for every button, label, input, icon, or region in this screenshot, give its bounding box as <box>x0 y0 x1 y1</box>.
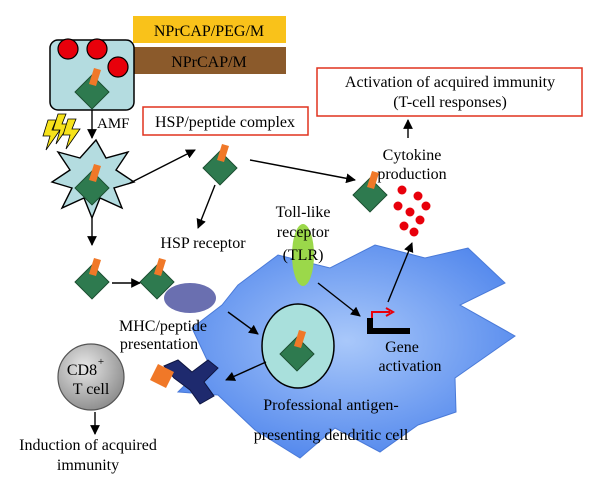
induction-label-line2: immunity <box>57 457 119 474</box>
mhc-molecule <box>163 359 219 405</box>
tlr-label-line1: Toll-like <box>276 204 331 221</box>
legend: NPrCAP/PEG/M NPrCAP/M <box>133 16 286 74</box>
tcell-label: T cell <box>73 381 110 398</box>
cytokine-dot <box>421 201 431 211</box>
legend-peg-swatch <box>133 16 286 43</box>
hsp-complex-box <box>142 106 309 136</box>
cell-burst <box>50 138 136 220</box>
arrow <box>249 159 356 184</box>
legend-plain-swatch <box>133 47 286 74</box>
arrow <box>196 184 216 229</box>
dc-label-line1: Professional antigen- <box>263 397 399 414</box>
cytokine-dot <box>409 227 419 237</box>
arrow <box>227 311 259 335</box>
tlr-label-line2: receptor <box>277 224 330 241</box>
arrow <box>317 282 361 317</box>
arrows <box>87 110 414 435</box>
cytokine-dot <box>405 207 415 217</box>
mhc-label-line1: MHC/peptide <box>119 318 207 335</box>
hsp-peptide-icon <box>202 143 238 186</box>
arrow <box>129 149 196 184</box>
tumor-cell <box>49 38 135 111</box>
activation-box <box>316 67 583 117</box>
cytokine-label-line2: production <box>377 166 446 183</box>
amf-label: AMF <box>97 116 130 132</box>
cytokine-dot <box>399 221 409 231</box>
gene-label-line1: Gene <box>385 339 419 356</box>
cytokine-label-line1: Cytokine <box>383 147 442 164</box>
hsp-receptor <box>164 283 216 313</box>
peptide-fragment <box>150 364 174 388</box>
cd8-superscript: + <box>98 356 104 368</box>
hsp-complex-label: HSP/peptide complex <box>155 114 295 131</box>
arrow <box>225 361 267 381</box>
dc-label-line2: presenting dendritic cell <box>254 427 409 444</box>
cytokine-dot <box>413 191 423 201</box>
activation-label-line2: (T-cell responses) <box>393 94 507 111</box>
cytokine-dot <box>415 215 425 225</box>
cytokine-dot <box>393 201 403 211</box>
tlr-receptor <box>292 224 314 286</box>
legend-plain-label: NPrCAP/M <box>171 54 247 71</box>
cytokine-dot <box>397 185 407 195</box>
hsp-receptor-label: HSP receptor <box>160 235 246 252</box>
cd8-tcell <box>57 343 125 411</box>
induction-label-line1: Induction of acquired <box>19 437 157 454</box>
cd8-label: CD8 <box>67 362 97 379</box>
mhc-label-line2: presentation <box>120 336 198 353</box>
gene-label-line2: activation <box>378 358 441 375</box>
gene-symbol <box>367 307 410 334</box>
cytokine-dots <box>393 185 431 237</box>
nanoparticle <box>107 56 129 78</box>
legend-peg-label: NPrCAP/PEG/M <box>154 23 264 40</box>
lightning-icon <box>42 113 81 151</box>
tlr-label-line3: (TLR) <box>283 247 324 264</box>
nanoparticle <box>57 38 79 60</box>
nanoparticle <box>86 38 108 60</box>
arrow <box>387 242 414 303</box>
activation-label-line1: Activation of acquired immunity <box>345 74 555 91</box>
hsp-peptide-icon <box>74 257 110 300</box>
